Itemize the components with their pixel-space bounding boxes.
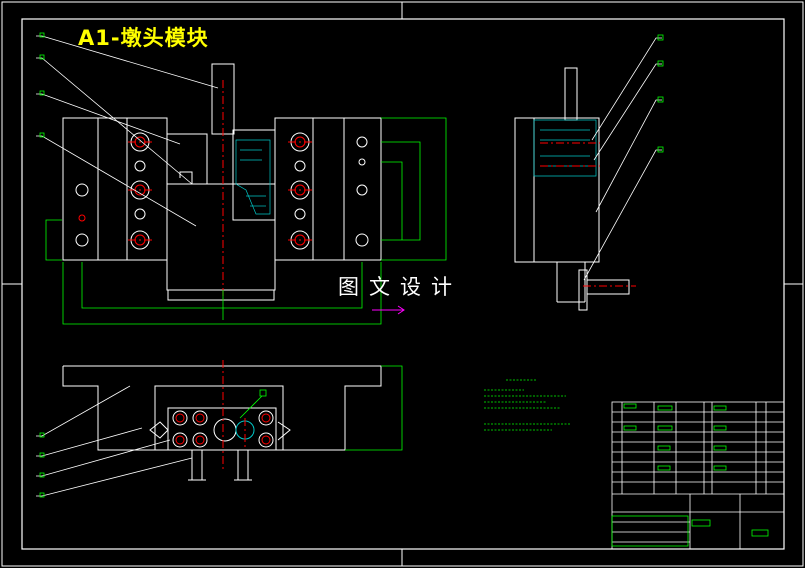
front-view-arrow (372, 305, 405, 315)
top-view (62, 365, 382, 481)
side-view-hatch (533, 119, 597, 177)
drawing-title: A1-墩头模块 (78, 26, 209, 50)
front-view (62, 63, 382, 301)
side-view-centerlines (540, 142, 636, 287)
top-view-holes (172, 410, 274, 448)
top-view-dimensions (239, 365, 403, 451)
technical-notes (484, 379, 570, 431)
front-view-hatch (235, 139, 271, 215)
top-view-centerlines (222, 360, 246, 470)
side-view (514, 67, 630, 311)
front-view-centerlines (128, 80, 312, 300)
title-block-entries (611, 403, 769, 547)
front-view-dimensions (45, 117, 447, 325)
title-block (611, 401, 785, 550)
watermark-text: 图文设计 (338, 275, 462, 299)
part-leaders (36, 35, 662, 497)
front-view-holes (75, 132, 369, 250)
part-balloons (39, 32, 664, 498)
